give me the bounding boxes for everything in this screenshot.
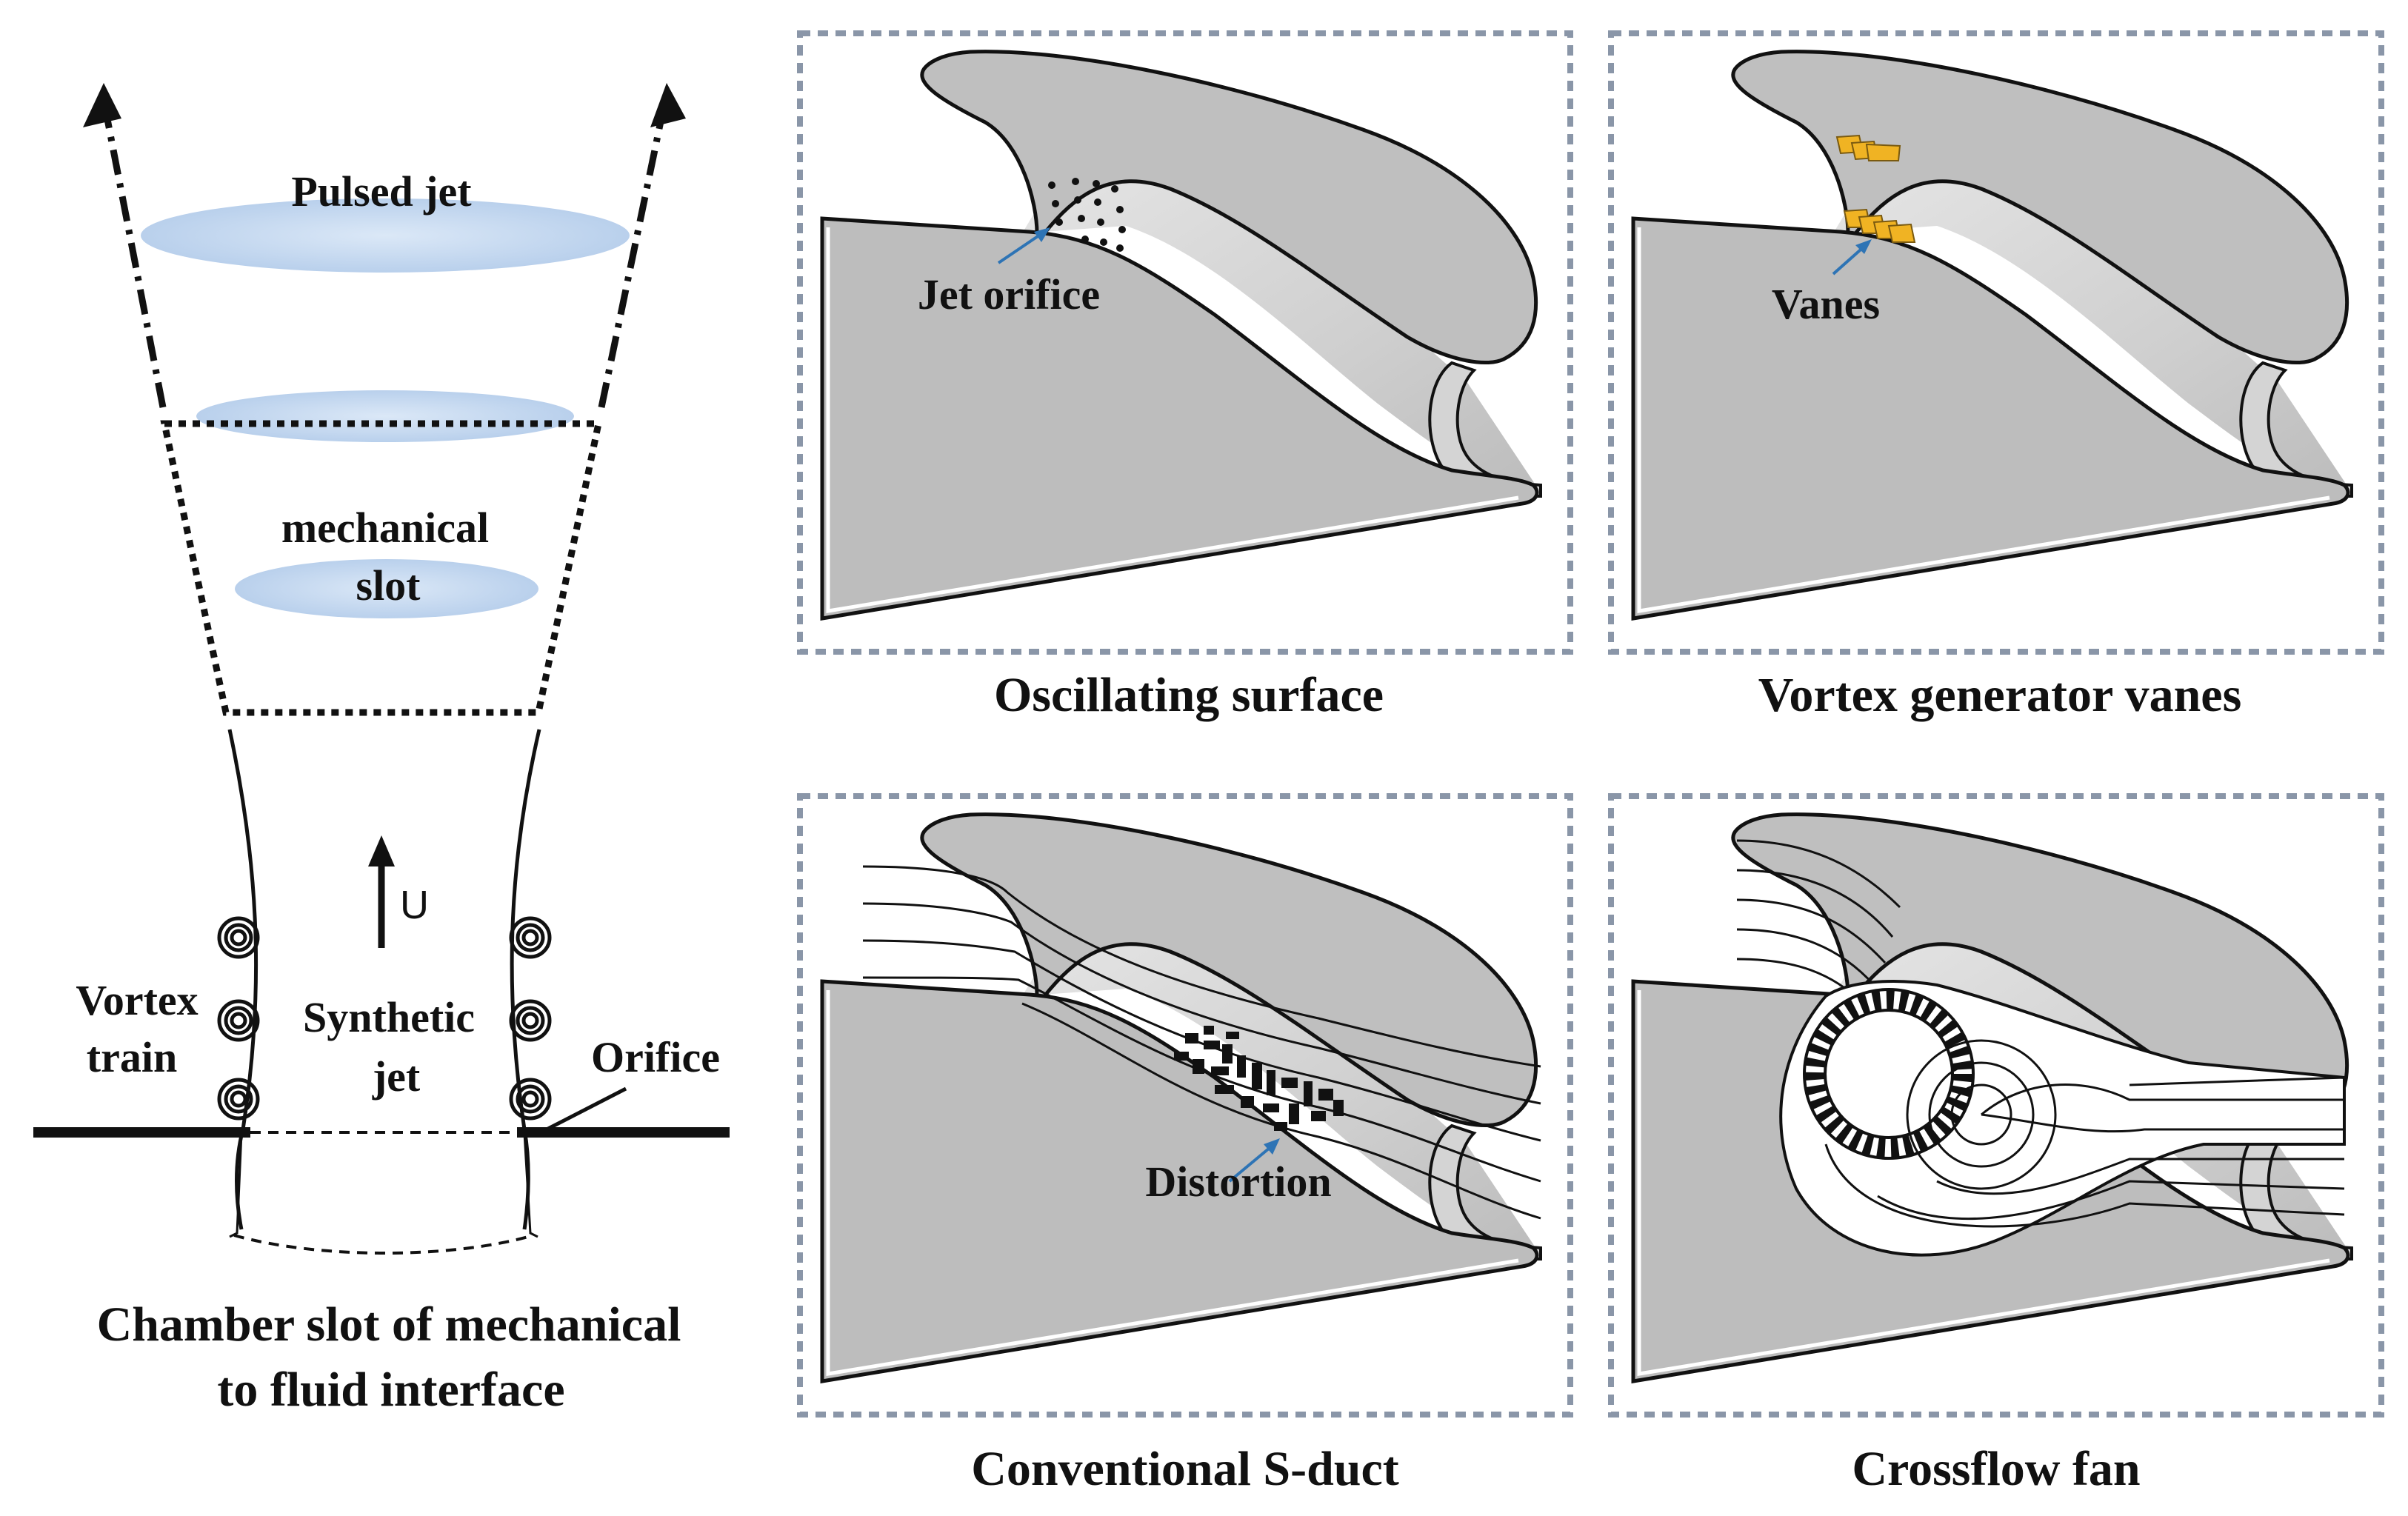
- chamber-right-wall: [523, 1132, 538, 1238]
- streamlines: [862, 865, 1541, 1220]
- distortion-marks: [1174, 1026, 1344, 1131]
- panel-crossflow-fan: Crossflow fan: [1608, 793, 2384, 1496]
- panel-conventional-s-duct: Distortion Conventional S-duct: [797, 793, 1573, 1496]
- panel-caption: Conventional S-duct: [971, 1442, 1399, 1496]
- vortex-train-left: [217, 916, 260, 1121]
- vortex-icon: [509, 999, 552, 1042]
- left-arrowhead-icon: [83, 83, 121, 127]
- pointer-arrowhead-icon: [1264, 1138, 1280, 1155]
- mechanical-label: mechanical: [281, 504, 489, 552]
- distortion-pointer: [1228, 1143, 1275, 1183]
- panel-caption: Crossflow fan: [1852, 1442, 2140, 1496]
- panel-oscillating-surface: Jet orifice Oscillating surface: [797, 30, 1573, 722]
- vortex-label: Vortex: [76, 976, 198, 1024]
- jet-orifice-label: Jet orifice: [918, 270, 1100, 318]
- chamber-left-wall: [229, 1132, 243, 1238]
- right-arrowhead-icon: [650, 83, 686, 127]
- slot-top-ellipse: [196, 390, 574, 442]
- jet-label: jet: [372, 1052, 421, 1101]
- vortex-icon: [217, 999, 260, 1042]
- distortion-label: Distortion: [1145, 1158, 1331, 1206]
- vanes-label: Vanes: [1772, 280, 1880, 328]
- vortex-icon: [217, 916, 260, 959]
- right-spread-arrow: [598, 99, 669, 408]
- jet-orifice-pointer: [997, 230, 1046, 264]
- train-label: train: [87, 1033, 177, 1081]
- rotor-outer-ring: [1803, 988, 1975, 1160]
- vortex-icon: [217, 1078, 260, 1121]
- pulsed-jet-ellipse: [141, 198, 630, 273]
- jet-left-wall: [227, 729, 259, 1230]
- slot-ellipse: [235, 559, 538, 618]
- vortex-icon: [509, 1078, 552, 1121]
- vortex-train-right: [509, 916, 552, 1121]
- panel-vortex-generator-vanes: Vanes Vortex generator vanes: [1608, 30, 2384, 722]
- vanes-icon: [1835, 134, 1916, 243]
- crossflow-fan-rotor-icon: [1805, 990, 1972, 1158]
- pulsed-jet-label: Pulsed jet: [291, 167, 472, 216]
- synthetic-jet-diagram: Pulsed jet mechanical slot U Vortex trai…: [33, 83, 730, 1417]
- orifice-label: Orifice: [591, 1033, 720, 1081]
- jet-orifice-dots: [1048, 178, 1126, 252]
- panel-caption: Oscillating surface: [994, 668, 1384, 722]
- pointer-arrowhead-icon: [1855, 239, 1872, 254]
- fan-housing: [1779, 980, 2346, 1257]
- velocity-arrow-icon: [368, 835, 395, 866]
- pointer-arrowhead-icon: [1034, 227, 1050, 242]
- vortex-icon: [509, 916, 552, 959]
- fan-spiral-streamlines: [1824, 1039, 2345, 1228]
- left-caption-line1: Chamber slot of mechanical: [97, 1298, 681, 1352]
- velocity-label: U: [400, 883, 429, 927]
- chamber-bottom: [233, 1234, 534, 1255]
- left-caption-line2: to fluid interface: [217, 1363, 564, 1417]
- synthetic-label: Synthetic: [303, 993, 475, 1041]
- mechanical-slot-outline: [160, 420, 603, 716]
- slot-label: slot: [356, 561, 421, 610]
- left-spread-arrow: [100, 99, 167, 408]
- rotor-inner-ring: [1824, 1009, 1954, 1139]
- orifice-pointer: [545, 1086, 627, 1132]
- panel-caption: Vortex generator vanes: [1758, 668, 2242, 722]
